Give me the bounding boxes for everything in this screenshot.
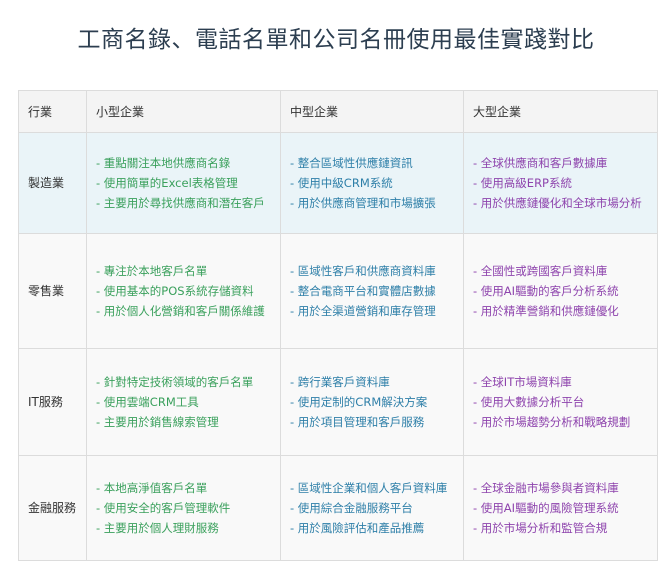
list-item: - 主要用於銷售線索管理 bbox=[96, 415, 219, 429]
header-small-business: 小型企業 bbox=[86, 90, 281, 133]
list-item: - 使用基本的POS系統存儲資料 bbox=[96, 284, 254, 298]
list-item: - 整合區域性供應鏈資訊 bbox=[290, 156, 413, 170]
medium-business-cell: - 整合區域性供應鏈資訊 - 使用中級CRM系統 - 用於供應商管理和市場擴張 bbox=[280, 132, 464, 234]
list-item: - 重點關注本地供應商名錄 bbox=[96, 156, 231, 170]
list-item: - 使用安全的客戶管理軟件 bbox=[96, 501, 231, 515]
industry-cell: 金融服務 bbox=[18, 455, 87, 561]
list-item: - 區域性企業和個人客戶資料庫 bbox=[290, 481, 448, 495]
table-header-row: 行業 小型企業 中型企業 大型企業 bbox=[18, 90, 658, 133]
large-business-cell: - 全球金融市場參與者資料庫 - 使用AI驅動的風險管理系統 - 用於市場分析和… bbox=[463, 455, 658, 561]
list-item: - 使用簡單的Excel表格管理 bbox=[96, 176, 238, 190]
list-item: - 全球IT市場資料庫 bbox=[473, 375, 572, 389]
list-item: - 使用中級CRM系統 bbox=[290, 176, 393, 190]
list-item: - 專注於本地客戶名單 bbox=[96, 264, 208, 278]
list-item: - 使用AI驅動的客戶分析系統 bbox=[473, 284, 619, 298]
list-item: - 跨行業客戶資料庫 bbox=[290, 375, 390, 389]
table-row: IT服務 - 針對特定技術領域的客戶名單 - 使用雲端CRM工具 - 主要用於銷… bbox=[18, 348, 658, 456]
list-item: - 使用大數據分析平台 bbox=[473, 395, 585, 409]
medium-business-cell: - 區域性客戶和供應商資料庫 - 整合電商平台和實體店數據 - 用於全渠道營銷和… bbox=[280, 233, 464, 349]
medium-business-cell: - 區域性企業和個人客戶資料庫 - 使用綜合金融服務平台 - 用於風險評估和產品… bbox=[280, 455, 464, 561]
list-item: - 用於市場分析和監管合規 bbox=[473, 521, 608, 535]
small-business-cell: - 重點關注本地供應商名錄 - 使用簡單的Excel表格管理 - 主要用於尋找供… bbox=[86, 132, 281, 234]
list-item: - 區域性客戶和供應商資料庫 bbox=[290, 264, 436, 278]
list-item: - 用於市場趨勢分析和戰略規劃 bbox=[473, 415, 631, 429]
large-business-cell: - 全球IT市場資料庫 - 使用大數據分析平台 - 用於市場趨勢分析和戰略規劃 bbox=[463, 348, 658, 456]
list-item: - 使用雲端CRM工具 bbox=[96, 395, 199, 409]
list-item: - 使用定制的CRM解決方案 bbox=[290, 395, 428, 409]
header-industry: 行業 bbox=[18, 90, 87, 133]
large-business-cell: - 全國性或跨國客戶資料庫 - 使用AI驅動的客戶分析系統 - 用於精準營銷和供… bbox=[463, 233, 658, 349]
list-item: - 用於精準營銷和供應鏈優化 bbox=[473, 304, 619, 318]
list-item: - 用於項目管理和客戶服務 bbox=[290, 415, 425, 429]
comparison-table: 行業 小型企業 中型企業 大型企業 製造業 - 重點關注本地供應商名錄 - 使用… bbox=[18, 90, 658, 561]
list-item: - 用於全渠道營銷和庫存管理 bbox=[290, 304, 436, 318]
list-item: - 使用綜合金融服務平台 bbox=[290, 501, 413, 515]
list-item: - 全球供應商和客戶數據庫 bbox=[473, 156, 608, 170]
table-row: 金融服務 - 本地高淨值客戶名單 - 使用安全的客戶管理軟件 - 主要用於個人理… bbox=[18, 455, 658, 561]
list-item: - 使用AI驅動的風險管理系統 bbox=[473, 501, 619, 515]
medium-business-cell: - 跨行業客戶資料庫 - 使用定制的CRM解決方案 - 用於項目管理和客戶服務 bbox=[280, 348, 464, 456]
small-business-cell: - 針對特定技術領域的客戶名單 - 使用雲端CRM工具 - 主要用於銷售線索管理 bbox=[86, 348, 281, 456]
page-title: 工商名錄、電話名單和公司名冊使用最佳實踐對比 bbox=[77, 27, 595, 53]
industry-cell: IT服務 bbox=[18, 348, 87, 456]
list-item: - 整合電商平台和實體店數據 bbox=[290, 284, 436, 298]
list-item: - 用於供應鏈優化和全球市場分析 bbox=[473, 196, 642, 210]
list-item: - 本地高淨值客戶名單 bbox=[96, 481, 208, 495]
small-business-cell: - 專注於本地客戶名單 - 使用基本的POS系統存儲資料 - 用於個人化營銷和客… bbox=[86, 233, 281, 349]
list-item: - 用於供應商管理和市場擴張 bbox=[290, 196, 436, 210]
list-item: - 用於個人化營銷和客戶關係維護 bbox=[96, 304, 265, 318]
list-item: - 主要用於個人理財服務 bbox=[96, 521, 219, 535]
list-item: - 全球金融市場參與者資料庫 bbox=[473, 481, 619, 495]
header-medium-business: 中型企業 bbox=[280, 90, 464, 133]
large-business-cell: - 全球供應商和客戶數據庫 - 使用高級ERP系統 - 用於供應鏈優化和全球市場… bbox=[463, 132, 658, 234]
list-item: - 主要用於尋找供應商和潛在客戶 bbox=[96, 196, 265, 210]
small-business-cell: - 本地高淨值客戶名單 - 使用安全的客戶管理軟件 - 主要用於個人理財服務 bbox=[86, 455, 281, 561]
industry-cell: 零售業 bbox=[18, 233, 87, 349]
list-item: - 使用高級ERP系統 bbox=[473, 176, 572, 190]
list-item: - 用於風險評估和產品推薦 bbox=[290, 521, 425, 535]
industry-cell: 製造業 bbox=[18, 132, 87, 234]
list-item: - 針對特定技術領域的客戶名單 bbox=[96, 375, 254, 389]
table-row: 零售業 - 專注於本地客戶名單 - 使用基本的POS系統存儲資料 - 用於個人化… bbox=[18, 233, 658, 349]
list-item: - 全國性或跨國客戶資料庫 bbox=[473, 264, 608, 278]
table-row: 製造業 - 重點關注本地供應商名錄 - 使用簡單的Excel表格管理 - 主要用… bbox=[18, 132, 658, 234]
header-large-business: 大型企業 bbox=[463, 90, 658, 133]
